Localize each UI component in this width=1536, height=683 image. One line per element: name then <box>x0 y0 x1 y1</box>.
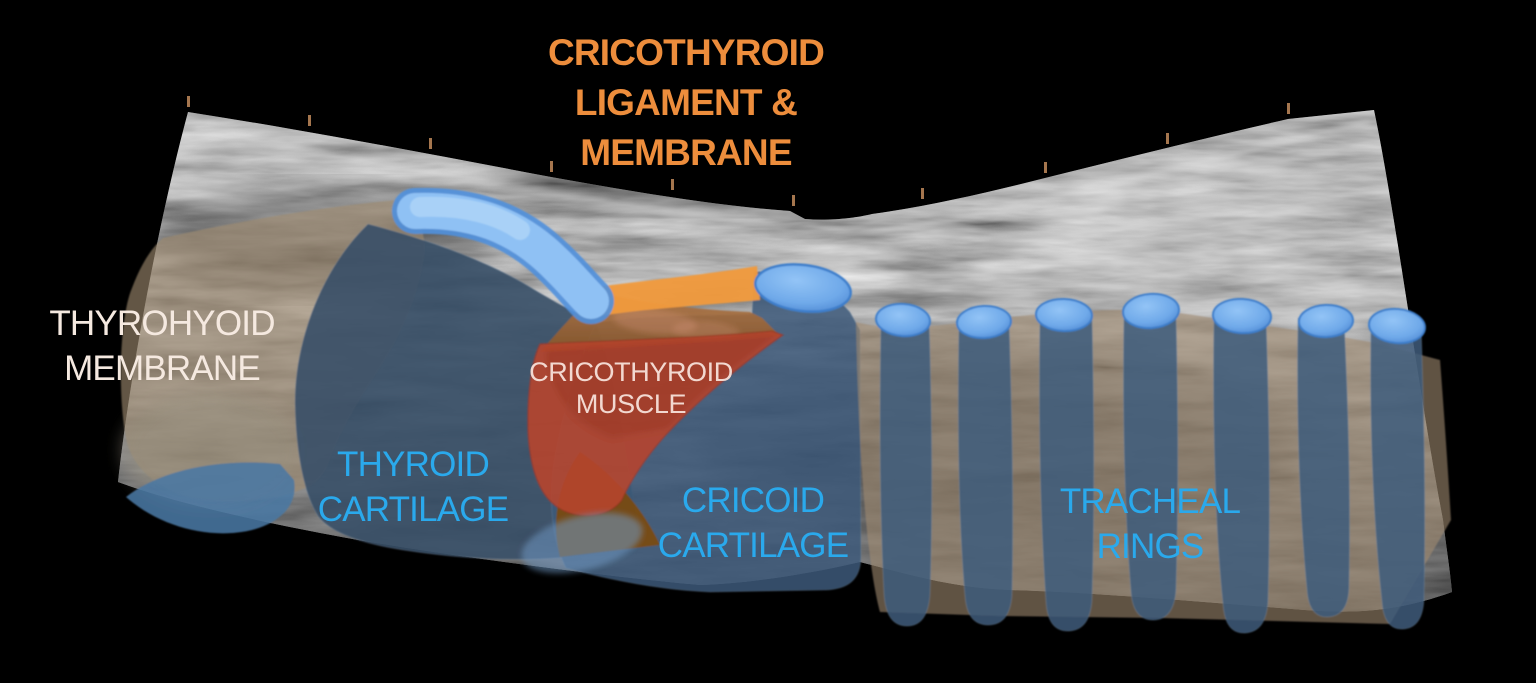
tracheal-ring-marker <box>1212 297 1272 335</box>
label-line: THYROHYOID <box>49 304 275 343</box>
tracheal-ring-columns <box>879 309 1426 634</box>
title-line: CRICOTHYROID <box>547 32 825 73</box>
label-line: RINGS <box>1096 527 1205 566</box>
tracheal-ring-column <box>1212 313 1270 634</box>
cricothyroid-ligament-band <box>596 266 760 316</box>
tracheal-ring-column <box>957 317 1014 626</box>
muscle-shading <box>545 334 778 438</box>
label-line: MEMBRANE <box>64 349 261 388</box>
tracheal-ring-column <box>1296 317 1351 618</box>
ruler-ticks <box>187 96 1290 206</box>
tracheal-ring-marker <box>1122 292 1180 330</box>
ruler-tick <box>429 138 432 149</box>
label-line: CRICOID <box>681 481 825 520</box>
subglottic-marker <box>521 512 643 574</box>
label-line: CRICOTHYROID <box>529 357 733 387</box>
tracheal-ring-marker <box>1035 297 1093 333</box>
label-cricoid-cartilage: CRICOID CARTILAGE <box>658 478 849 568</box>
label-cricothyroid-ligament-membrane: CRICOTHYROID LIGAMENT & MEMBRANE <box>547 28 825 178</box>
tracheal-ring-column <box>1038 312 1095 632</box>
tracheal-ring-marker <box>956 304 1012 340</box>
ruler-tick <box>1166 133 1169 144</box>
label-thyroid-cartilage: THYROID CARTILAGE <box>318 442 509 532</box>
tracheal-ring-column <box>1122 309 1179 621</box>
tracheal-ring-column <box>879 315 933 627</box>
label-line: CARTILAGE <box>657 526 849 565</box>
ruler-tick <box>187 96 190 107</box>
ruler-tick <box>1044 162 1047 173</box>
cricoid-arch-marker <box>754 263 852 313</box>
tracheal-ring-marker <box>1368 307 1426 345</box>
thyroid-cartilage-inferior-hook <box>126 462 295 534</box>
label-line: TRACHEAL <box>1059 482 1241 521</box>
ruler-tick <box>308 115 311 126</box>
tracheal-ring-marker <box>1298 303 1354 339</box>
label-line: MUSCLE <box>575 389 687 419</box>
ruler-tick <box>792 195 795 206</box>
tracheal-ring-marker <box>875 302 931 338</box>
tracheal-ring-markers <box>875 292 1426 345</box>
ruler-tick <box>921 188 924 199</box>
label-thyrohyoid-membrane: THYROHYOID MEMBRANE <box>49 301 275 391</box>
title-line: LIGAMENT & <box>574 82 798 123</box>
airway-band-highlight <box>410 196 530 240</box>
tracheal-ring-column <box>1370 322 1426 630</box>
ruler-tick <box>671 179 674 190</box>
label-cricothyroid-muscle: CRICOTHYROID MUSCLE <box>529 356 733 420</box>
ruler-tick <box>550 161 553 172</box>
label-line: CARTILAGE <box>317 490 509 529</box>
label-line: THYROID <box>337 445 490 484</box>
ruler-tick <box>1287 103 1290 114</box>
title-line: MEMBRANE <box>580 132 792 173</box>
label-tracheal-rings: TRACHEAL RINGS <box>1059 479 1241 569</box>
